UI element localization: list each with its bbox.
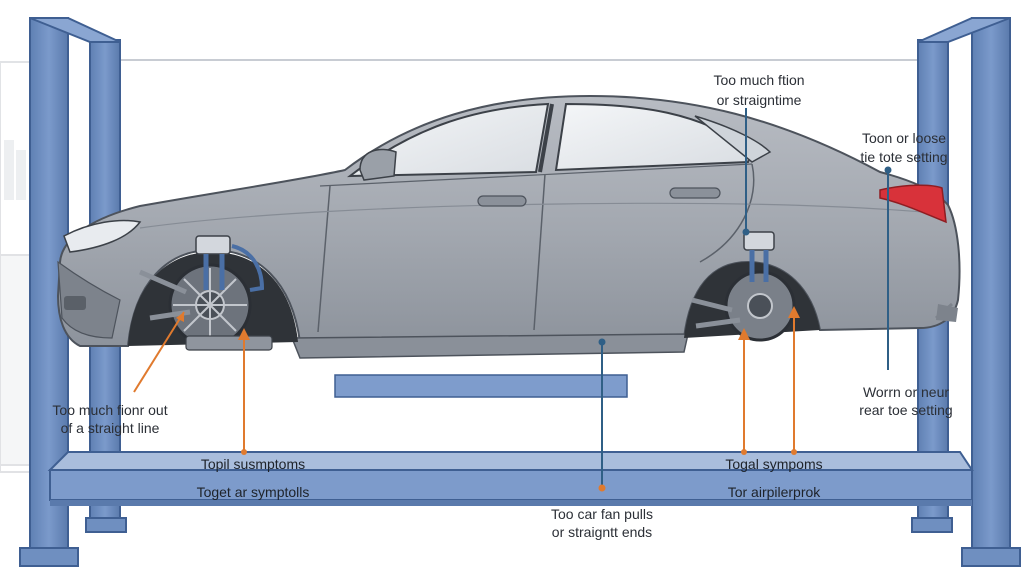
callout-line-bottom bbox=[598, 338, 606, 492]
bar-label-left-top: Topil susmptoms bbox=[200, 456, 306, 472]
callout-line-top-right bbox=[884, 166, 892, 370]
background-shelving bbox=[0, 61, 31, 473]
label-bottom-line1: Too car fan pulls bbox=[551, 506, 653, 522]
label-top-center-line2: or straigntime bbox=[716, 92, 802, 108]
label-bottom-line2: or straigntt ends bbox=[551, 524, 653, 540]
callout-line-top-center bbox=[742, 108, 750, 236]
label-left-line2: of a straight line bbox=[60, 420, 160, 436]
lift-runways bbox=[47, 374, 974, 506]
bar-label-left-bottom: Toget ar symptolls bbox=[196, 484, 310, 500]
callout-arrow-left bbox=[133, 311, 185, 393]
callout-arrow-right-up-1 bbox=[738, 328, 750, 455]
car-body bbox=[56, 94, 961, 359]
callout-arrow-left-up bbox=[238, 328, 250, 455]
callout-arrow-right-up-2 bbox=[788, 306, 800, 455]
label-top-right-line1: Toon or loose bbox=[861, 130, 947, 146]
bar-label-right-top: Togal sympoms bbox=[725, 456, 823, 472]
label-top-center-line1: Too much ftion bbox=[713, 72, 805, 88]
rear-suspension bbox=[684, 231, 953, 342]
label-right-line1: Worrn or neur bbox=[862, 384, 950, 400]
front-suspension bbox=[128, 235, 298, 351]
label-left-line1: Too much fionr out bbox=[52, 402, 168, 418]
bar-label-right-bottom: Tor airpilerprok bbox=[727, 484, 821, 500]
label-top-right-line2: tie tote setting bbox=[860, 149, 948, 165]
label-right-line2: rear toe setting bbox=[859, 402, 953, 418]
